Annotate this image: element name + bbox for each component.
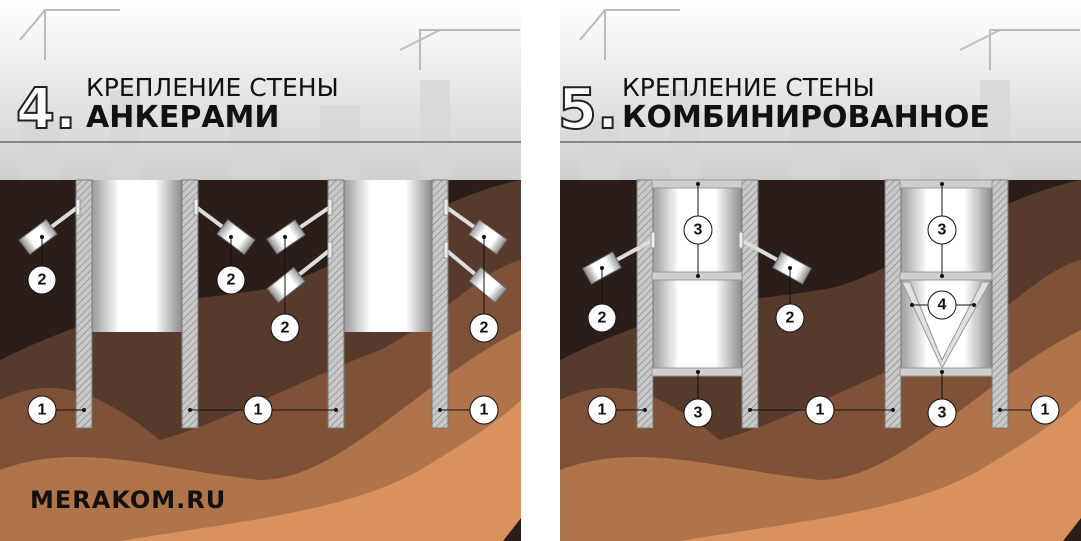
leader-dot bbox=[334, 408, 338, 412]
callout-circle bbox=[243, 395, 273, 425]
leader-dot bbox=[82, 408, 86, 412]
leader-dot bbox=[940, 370, 944, 374]
callout-label-anchor: 2 bbox=[480, 320, 489, 337]
anchor-plate bbox=[738, 231, 744, 249]
leader-dot bbox=[696, 370, 700, 374]
callout-label-anchor: 2 bbox=[227, 272, 236, 289]
callout-circle bbox=[27, 265, 57, 295]
callout-circle bbox=[683, 215, 713, 245]
leader-dot bbox=[940, 182, 944, 186]
callout-circle bbox=[927, 215, 957, 245]
callout-circle bbox=[587, 303, 617, 333]
corner-mark bbox=[1063, 518, 1081, 541]
leader-dot bbox=[229, 235, 233, 239]
callout-label-strut: 3 bbox=[694, 405, 703, 422]
anchor-plate bbox=[193, 198, 199, 216]
retaining-wall bbox=[75, 179, 93, 429]
callout-label-brace: 4 bbox=[938, 297, 947, 314]
strut bbox=[899, 179, 993, 189]
leader-dot bbox=[188, 408, 192, 412]
leader-dot bbox=[40, 235, 44, 239]
strut bbox=[899, 271, 993, 281]
callout-label-wall: 1 bbox=[816, 402, 825, 419]
anchor-plate bbox=[327, 198, 333, 216]
callout-label-anchor: 2 bbox=[281, 320, 290, 337]
panel-title-line2: КОМБИНИРОВАННОЕ bbox=[622, 100, 990, 135]
leader-dot bbox=[788, 266, 792, 270]
callout-label-wall: 1 bbox=[598, 402, 607, 419]
leader-dot bbox=[643, 408, 647, 412]
callout-circle bbox=[775, 303, 805, 333]
panel-title-line2: АНКЕРАМИ bbox=[86, 100, 280, 135]
leader-dot bbox=[482, 235, 486, 239]
callout-circle bbox=[216, 265, 246, 295]
retaining-wall bbox=[991, 179, 1009, 429]
leader-dot bbox=[972, 303, 976, 307]
callout-label-wall: 1 bbox=[1041, 402, 1050, 419]
anchor-plate bbox=[443, 241, 449, 259]
retaining-wall bbox=[327, 179, 345, 429]
callout-label-wall: 1 bbox=[38, 402, 47, 419]
callout-label-wall: 1 bbox=[480, 402, 489, 419]
soil-layer bbox=[120, 400, 521, 541]
callout-label-strut: 3 bbox=[694, 222, 703, 239]
leader-dot bbox=[696, 274, 700, 278]
callout-label-anchor: 2 bbox=[38, 272, 47, 289]
leader-dot bbox=[748, 408, 752, 412]
panel-number: 5. bbox=[558, 77, 618, 142]
anchor-body bbox=[18, 218, 58, 256]
leader-dot bbox=[438, 408, 442, 412]
callout-circle bbox=[683, 398, 713, 428]
leader-dot bbox=[891, 408, 895, 412]
callout-label-anchor: 2 bbox=[786, 310, 795, 327]
leader-dot bbox=[283, 235, 287, 239]
callout-circle bbox=[805, 395, 835, 425]
leader-dot bbox=[940, 274, 944, 278]
callout-circle bbox=[927, 398, 957, 428]
crane-icons bbox=[19, 9, 1080, 70]
retaining-wall bbox=[636, 179, 654, 429]
callout-label-wall: 1 bbox=[254, 402, 263, 419]
anchor-body bbox=[468, 266, 508, 304]
panel-title-line1: КРЕПЛЕНИЕ СТЕНЫ bbox=[622, 73, 875, 102]
callout-label-strut: 3 bbox=[938, 222, 947, 239]
soil-layer bbox=[680, 400, 1081, 541]
anchor-plate bbox=[650, 231, 656, 249]
excavation bbox=[344, 180, 432, 332]
callout-circle bbox=[469, 313, 499, 343]
diagonal-brace bbox=[901, 281, 991, 370]
callout-circle bbox=[587, 395, 617, 425]
anchor-body bbox=[468, 219, 508, 255]
brand-logo-text: MERAKOM.RU bbox=[30, 486, 226, 514]
anchor-plate bbox=[327, 241, 333, 259]
leader-dot bbox=[998, 408, 1002, 412]
leader-dot bbox=[696, 182, 700, 186]
anchor-plate bbox=[75, 198, 81, 216]
callout-circle bbox=[27, 395, 57, 425]
excavation bbox=[92, 180, 182, 332]
callout-circle bbox=[1030, 395, 1060, 425]
panel-number: 4. bbox=[16, 77, 76, 142]
callout-label-anchor: 2 bbox=[598, 310, 607, 327]
callout-circle bbox=[469, 395, 499, 425]
callout-circle bbox=[927, 290, 957, 320]
callout-label-strut: 3 bbox=[938, 405, 947, 422]
anchor-plate bbox=[443, 198, 449, 216]
leader-dot bbox=[600, 266, 604, 270]
retaining-wall bbox=[431, 179, 449, 429]
corner-mark bbox=[503, 518, 521, 541]
panel-title-line1: КРЕПЛЕНИЕ СТЕНЫ bbox=[86, 73, 339, 102]
retaining-wall bbox=[181, 179, 199, 429]
strut bbox=[899, 367, 993, 377]
retaining-wall bbox=[741, 179, 759, 429]
retaining-wall bbox=[884, 179, 902, 429]
callout-circle bbox=[270, 313, 300, 343]
anchor-body bbox=[266, 266, 306, 304]
leader-dot bbox=[910, 303, 914, 307]
